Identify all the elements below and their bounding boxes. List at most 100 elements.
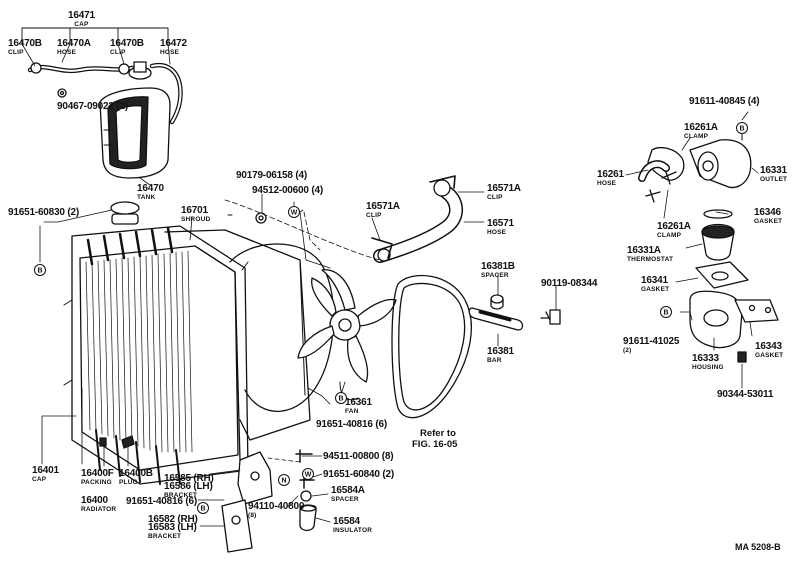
part-number: 16400B xyxy=(119,468,153,479)
part-number: 16571A xyxy=(366,201,400,212)
part-number: 16401 xyxy=(32,465,59,476)
part-description: SPACER xyxy=(331,496,359,503)
symbol-b-housing: B xyxy=(663,310,668,317)
symbol-w-mount: W xyxy=(305,472,312,479)
symbol-b-bracket: B xyxy=(200,506,205,513)
part-number: 16361 xyxy=(345,397,372,408)
part-description: SPACER xyxy=(481,272,509,279)
callout-bolt-91651-60830: 91651-60830 (2) xyxy=(8,208,79,218)
callout-bracket-16585: 16585 (RH) xyxy=(164,474,214,484)
reference-note-line2: FIG. 16-05 xyxy=(412,439,458,450)
callout-bolt-91651-40816-fan: 91651-40816 (6) xyxy=(316,420,387,430)
fan-drawing xyxy=(297,269,397,401)
part-description: CLAMP xyxy=(684,133,709,140)
symbol-b-outlet: B xyxy=(739,126,744,133)
part-number: 91651-40816 (6) xyxy=(316,419,387,430)
part-number: 90467-09022 (2) xyxy=(57,101,128,112)
part-number: 16261A xyxy=(657,221,691,232)
part-description: HOSE xyxy=(57,49,77,56)
part-description: TANK xyxy=(137,194,156,201)
part-number: 16470B xyxy=(110,38,144,49)
reservoir-tank-drawing xyxy=(21,27,183,179)
part-number: 94110-40800 xyxy=(248,501,305,512)
part-description: (8) xyxy=(248,512,257,519)
part-description: CLIP xyxy=(366,212,382,219)
part-description: BRACKET xyxy=(164,492,198,499)
callout-bolt-91651-40816-bracket: 91651-40816 (6) xyxy=(126,497,197,507)
radiator-hose-drawing xyxy=(371,175,463,263)
part-description: CAP xyxy=(74,21,89,28)
part-description: THERMOSTAT xyxy=(627,256,674,263)
part-description: HOUSING xyxy=(692,364,724,371)
part-description: PACKING xyxy=(81,479,112,486)
part-description: HOSE xyxy=(597,180,617,187)
part-number: 16701 xyxy=(181,205,208,216)
part-description: SHROUD xyxy=(181,216,211,223)
radiator-drawing xyxy=(63,201,249,485)
part-number: 94511-00800 (8) xyxy=(323,451,394,462)
adjusting-bar-drawing xyxy=(468,294,561,331)
part-number: 16584 xyxy=(333,516,360,527)
callout-bolt-90344: 90344-53011 xyxy=(717,390,773,400)
part-number: 91651-60840 (2) xyxy=(323,469,394,480)
part-number: 16585 (RH) xyxy=(164,473,214,484)
part-description: GASKET xyxy=(641,286,670,293)
part-number: 91651-60830 (2) xyxy=(8,207,79,218)
part-description: BAR xyxy=(487,357,502,364)
callout-nut-94511: 94511-00800 (8) xyxy=(323,451,394,462)
reference-note-line1: Refer to xyxy=(420,428,456,439)
part-description: CLAMP xyxy=(657,232,682,239)
small-hardware-drawing xyxy=(99,212,267,449)
part-number: 16400F xyxy=(81,468,114,479)
part-description: GASKET xyxy=(754,218,783,225)
symbol-b-radiator: B xyxy=(37,268,42,275)
part-number: 91611-40845 (4) xyxy=(689,96,760,107)
part-description: PLUG xyxy=(119,479,138,486)
symbol-n-mount: N xyxy=(281,478,286,485)
part-description: CLIP xyxy=(8,49,24,56)
part-number: 16470A xyxy=(57,38,91,49)
part-description: BRACKET xyxy=(148,533,182,540)
part-number: 16471 xyxy=(68,10,95,21)
part-number: 16582 (RH) xyxy=(148,514,198,525)
part-number: 16400 xyxy=(81,495,108,506)
leader-lines xyxy=(39,111,759,527)
callout-bolt-91611-41025: 91611-41025(2) xyxy=(623,337,679,355)
part-description: GASKET xyxy=(755,352,784,359)
part-description: RADIATOR xyxy=(81,506,117,513)
part-number: 16571 xyxy=(487,218,514,229)
part-description: FAN xyxy=(345,408,359,415)
part-description: HOSE xyxy=(160,49,180,56)
part-number: 16583 (LH) xyxy=(148,522,197,533)
callout-bolt-90467: 90467-09022 (2) xyxy=(57,102,128,112)
part-description: CLIP xyxy=(487,194,503,201)
symbol-w-shroud: W xyxy=(291,210,298,217)
part-description: (2) xyxy=(623,347,632,354)
callout-bracket-16582: 16582 (RH) xyxy=(148,515,198,525)
part-number: 16261 xyxy=(597,169,624,180)
part-number: 90179-06158 (4) xyxy=(236,170,307,181)
drive-belt-drawing xyxy=(391,274,472,419)
symbol-letters: B W B B B B W N xyxy=(37,126,744,513)
